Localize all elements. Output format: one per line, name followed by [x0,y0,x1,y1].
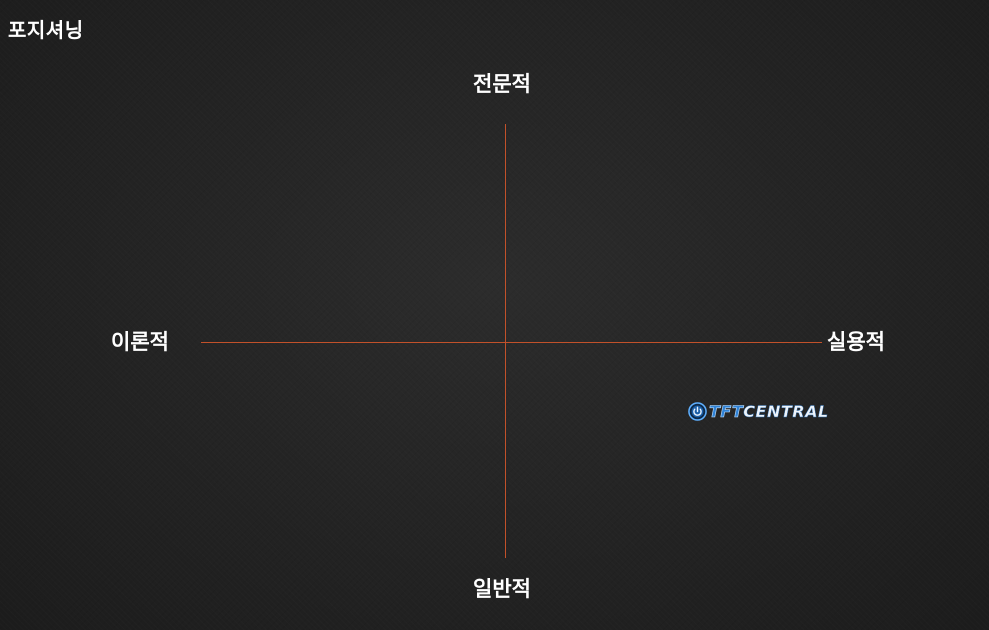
power-button-icon [688,401,707,421]
axis-label-right: 실용적 [827,330,885,354]
vertical-axis [505,124,506,558]
brand-wordmark: TFTCENTRAL [709,401,829,421]
axis-label-bottom: 일반적 [473,577,531,601]
brand-tft: TFT [709,401,744,421]
slide-title: 포지셔닝 [8,18,84,42]
axis-label-top: 전문적 [473,72,531,96]
axis-label-left: 이론적 [111,330,169,354]
horizontal-axis [201,342,822,343]
tft-central-logo: TFTCENTRAL [688,400,829,422]
brand-central: CENTRAL [743,401,829,421]
